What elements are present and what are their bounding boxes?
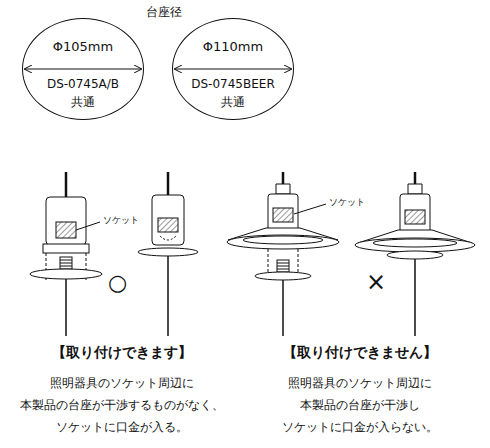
part-label: ソケット [101,214,141,227]
ok-symbol: ○ [108,270,127,295]
model-name: DS-0745A/B 共通 [37,75,129,111]
diameter-value: Φ105mm [23,39,143,54]
ng-symbol: × [366,268,386,296]
heading: 【取り付けできます】 [12,344,232,362]
part-label: ソケット [327,196,367,209]
base-diameter-circle: Φ110mmDS-0745BEER 共通 [172,18,294,120]
description: 照明器具のソケット周辺に 本製品の台座が干渉し ソケットに口金が入らない。 [249,372,471,438]
heading: 【取り付けできません】 [250,344,470,362]
diameter-value: Φ110mm [173,39,293,54]
base-diameter-circle: Φ105mmDS-0745A/B 共通 [22,18,144,120]
model-name: DS-0745BEER 共通 [187,75,279,111]
description: 照明器具のソケット周辺に 本製品の台座が干渉するものがなく、 ソケットに口金が入… [11,372,233,438]
title: 台座径 [146,4,182,21]
